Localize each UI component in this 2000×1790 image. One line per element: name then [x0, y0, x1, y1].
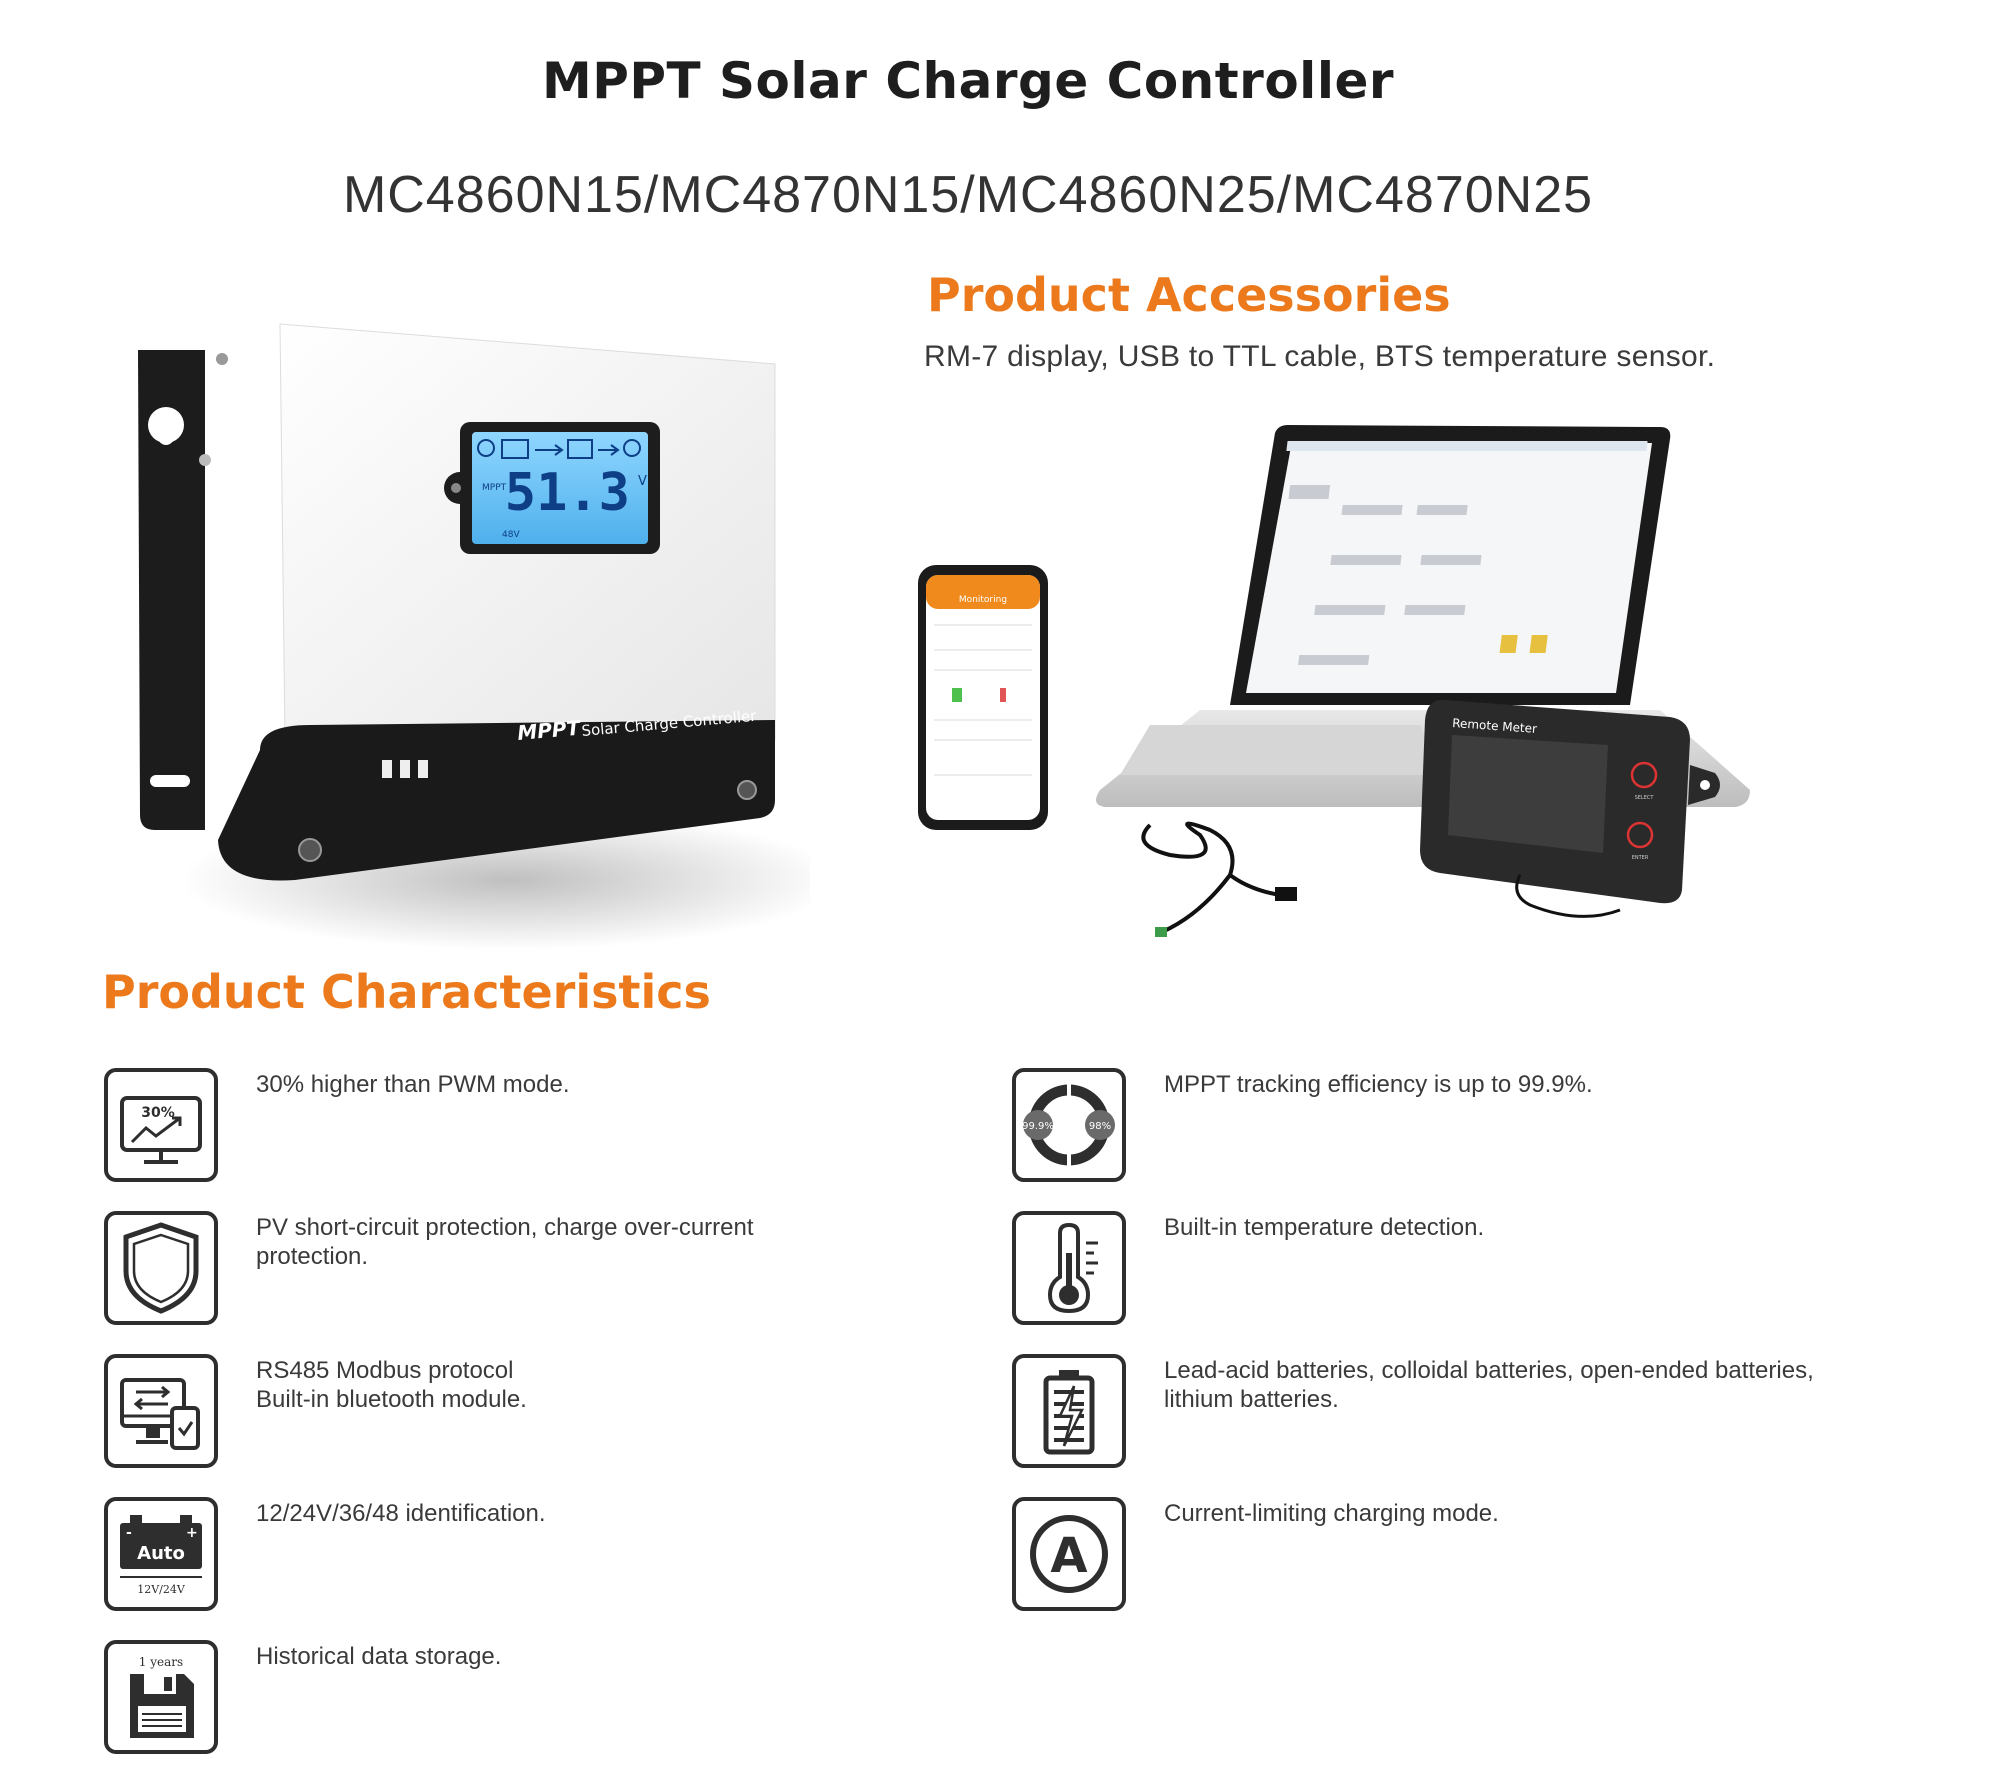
feature-communication: RS485 Modbus protocol Built-in bluetooth… — [104, 1354, 984, 1470]
feature-text: Historical data storage. — [256, 1643, 502, 1670]
feature-data-storage: 1 years Historical data storage. — [104, 1640, 984, 1756]
feature-text: MPPT tracking efficiency is up to 99.9%. — [1164, 1071, 1593, 1098]
feature-current-limiting: A Current-limiting charging mode. — [1012, 1497, 1892, 1613]
feature-text: RS485 Modbus protocol Built-in bluetooth… — [256, 1357, 527, 1413]
remote-meter-label: Remote Meter — [1452, 716, 1538, 736]
svg-text:99.9%: 99.9% — [1022, 1121, 1054, 1132]
feature-text: Current-limiting charging mode. — [1164, 1500, 1499, 1527]
tracking-cycle-icon: 99.9% 98% — [1012, 1068, 1126, 1182]
characteristics-heading: Product Characteristics — [102, 965, 711, 1019]
efficiency-monitor-icon: 30% — [104, 1068, 218, 1182]
svg-text:MPPT: MPPT — [516, 715, 582, 745]
svg-text:+: + — [186, 1525, 198, 1541]
accessories-heading: Product Accessories — [927, 268, 1451, 322]
svg-text:Monitoring: Monitoring — [959, 595, 1007, 605]
svg-text:1 years: 1 years — [139, 1655, 183, 1669]
feature-tracking-efficiency: 99.9% 98% MPPT tracking efficiency is up… — [1012, 1068, 1892, 1184]
thermometer-icon — [1012, 1211, 1126, 1325]
feature-battery-types: Lead-acid batteries, colloidal batteries… — [1012, 1354, 1892, 1470]
svg-text:48V: 48V — [502, 530, 520, 540]
feature-text: 12/24V/36/48 identification. — [256, 1500, 546, 1527]
feature-temperature: Built-in temperature detection. — [1012, 1211, 1892, 1327]
page-title: MPPT Solar Charge Controller — [541, 52, 1395, 110]
svg-text:A: A — [1050, 1528, 1087, 1584]
lcd-reading: 51.3 — [505, 463, 630, 523]
shield-icon — [104, 1211, 218, 1325]
svg-text:SELECT: SELECT — [1635, 795, 1655, 801]
svg-text:ENTER: ENTER — [1632, 855, 1649, 861]
svg-text:MPPT: MPPT — [482, 483, 507, 493]
feature-voltage-identification: - + Auto 12V/24V 12/24V/36/48 identifica… — [104, 1497, 984, 1613]
accessories-image: Monitoring Remote Meter SELECT ENTER — [900, 405, 1780, 945]
feature-protection: PV short-circuit protection, charge over… — [104, 1211, 984, 1327]
auto-battery-icon: - + Auto 12V/24V — [104, 1497, 218, 1611]
feature-text: Lead-acid batteries, colloidal batteries… — [1164, 1357, 1814, 1413]
battery-icon — [1012, 1354, 1126, 1468]
floppy-disk-icon: 1 years — [104, 1640, 218, 1754]
feature-text: 30% higher than PWM mode. — [256, 1071, 570, 1098]
svg-text:12V/24V: 12V/24V — [137, 1583, 186, 1596]
charge-controller-image: 51.3 V MPPT 48V MPPT Solar Charge Contro… — [110, 320, 840, 960]
ampere-icon: A — [1012, 1497, 1126, 1611]
feature-text: Built-in temperature detection. — [1164, 1214, 1485, 1241]
svg-text:Auto: Auto — [137, 1543, 185, 1564]
svg-text:-: - — [126, 1525, 132, 1541]
model-numbers: MC4860N15/MC4870N15/MC4860N25/MC4870N25 — [342, 166, 1594, 224]
svg-text:30%: 30% — [141, 1105, 175, 1121]
feature-pwm-comparison: 30% 30% higher than PWM mode. — [104, 1068, 984, 1184]
svg-text:98%: 98% — [1089, 1121, 1111, 1132]
computer-phone-icon — [104, 1354, 218, 1468]
svg-text:V: V — [638, 474, 647, 489]
feature-text: PV short-circuit protection, charge over… — [256, 1214, 754, 1270]
accessories-description: RM-7 display, USB to TTL cable, BTS temp… — [924, 340, 1716, 373]
